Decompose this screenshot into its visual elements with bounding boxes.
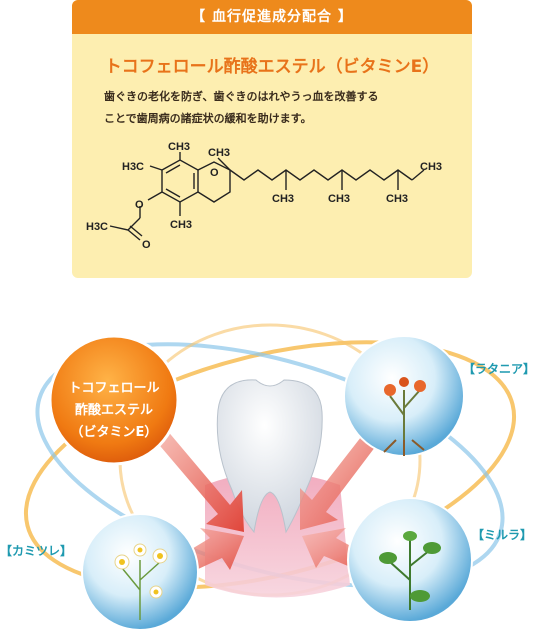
ch3-ring-label: CH3	[208, 147, 230, 159]
carbonyl-oxygen-label: O	[142, 239, 151, 251]
vitamin-e-circle	[48, 334, 180, 466]
hero-line: トコフェロール	[68, 381, 160, 396]
ch3-chain-label: CH3	[386, 193, 408, 205]
myrrh-label: 【ミルラ】	[472, 528, 533, 542]
info-card: 【 血行促進成分配合 】 トコフェロール酢酸エステル（ビタミンE） 歯ぐきの老化…	[72, 0, 472, 278]
card-header: 【 血行促進成分配合 】	[72, 0, 472, 34]
acetyl-methyl-label: H3C	[86, 221, 108, 233]
ch3-end-label: CH3	[420, 161, 442, 173]
chamomile-label: 【カミツレ】	[0, 544, 73, 558]
structural-formula: CH3 CH3 H3C CH3 CH3 CH3 CH3 CH3 O O O H3…	[86, 141, 442, 251]
ch3-top-label: CH3	[168, 141, 190, 153]
description-line: ことで歯周病の諸症状の緩和を助けます。	[104, 112, 312, 125]
myrrh-bubble	[347, 497, 473, 623]
hero-line: （ビタミンE）	[70, 425, 158, 440]
vitamin-e-label: トコフェロール 酢酸エステル （ビタミンE）	[50, 378, 178, 444]
gum-care-diagram	[23, 323, 517, 631]
ch3-bottom-label: CH3	[170, 219, 192, 231]
ring-oxygen-label: O	[210, 167, 219, 179]
ester-oxygen-label: O	[135, 199, 144, 211]
card-description: 歯ぐきの老化を防ぎ、歯ぐきのはれやうっ血を改善する ことで歯周病の諸症状の緩和を…	[104, 86, 464, 130]
ratania-bubble	[343, 335, 465, 457]
chamomile-bubble	[81, 513, 199, 631]
card-title: トコフェロール酢酸エステル（ビタミンE）	[104, 57, 440, 77]
ratania-label: 【ラタニア】	[463, 362, 536, 376]
hero-line: 酢酸エステル	[74, 403, 153, 418]
ch3-chain-label: CH3	[272, 193, 294, 205]
h3c-left-label: H3C	[122, 161, 144, 173]
ch3-chain-label: CH3	[328, 193, 350, 205]
description-line: 歯ぐきの老化を防ぎ、歯ぐきのはれやうっ血を改善する	[104, 90, 379, 103]
